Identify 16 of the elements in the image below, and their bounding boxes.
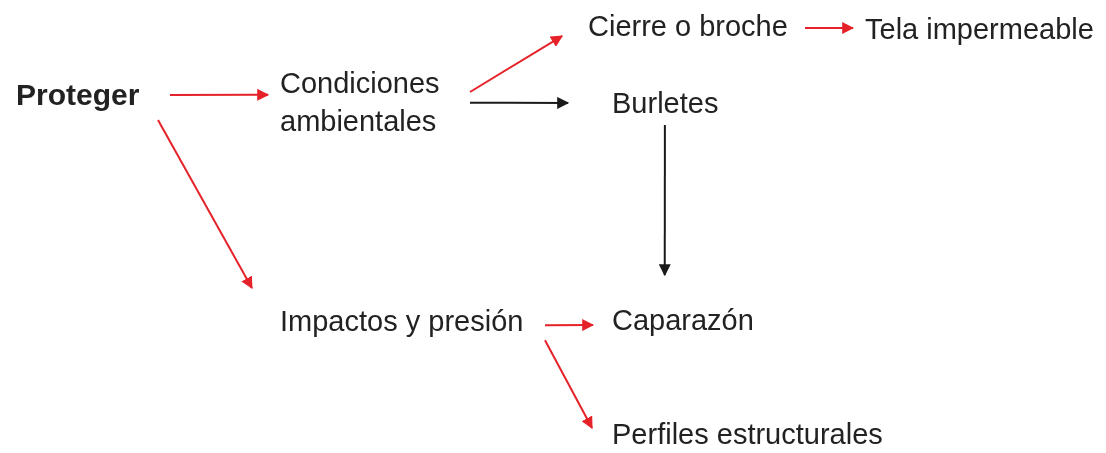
node-label: Impactos y presión [280,304,524,339]
arrow [169,88,270,101]
arrow [469,96,570,109]
arrow [544,339,593,429]
heading-label: Proteger [16,77,140,113]
node-label: Cierre o broche [588,9,788,44]
node-label: Condiciones ambientales [280,66,441,139]
arrow [804,22,855,34]
arrow [469,35,564,93]
node-label: Caparazón [612,303,754,338]
arrow [544,319,595,332]
node-label: Perfiles estructurales [612,417,883,452]
arrow [658,124,671,277]
node-label: Burletes [612,86,719,121]
arrow [157,119,253,290]
node-label: Tela impermeable [865,12,1094,47]
